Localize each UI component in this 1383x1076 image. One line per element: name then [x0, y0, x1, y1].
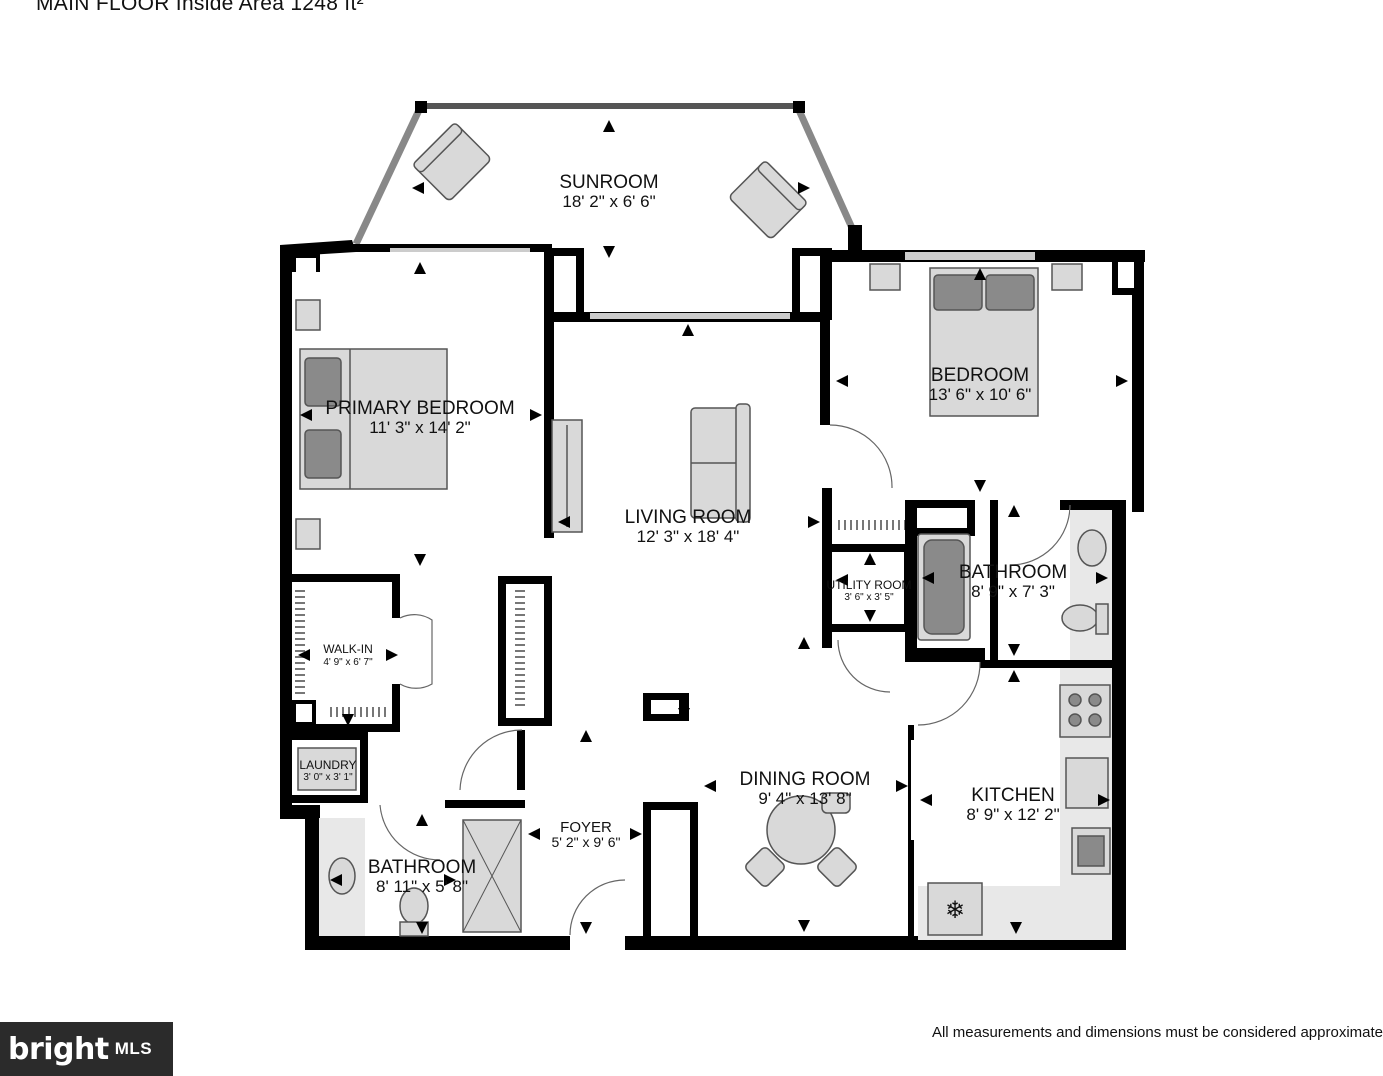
- nightstand-icon: [295, 518, 321, 550]
- room-label-foyer: FOYER 5' 2" x 9' 6": [552, 819, 621, 850]
- room-label-laundry: LAUNDRY 3' 0" x 3' 1": [299, 758, 356, 783]
- tv-console-icon: [551, 419, 583, 533]
- chair-icon: [745, 792, 857, 887]
- room-name: LIVING ROOM: [625, 507, 752, 528]
- stove-icon: [1059, 684, 1111, 738]
- sofa-icon: [690, 403, 751, 523]
- room-label-kitchen: KITCHEN 8' 9" x 12' 2": [966, 785, 1059, 824]
- room-name: LAUNDRY: [299, 758, 356, 772]
- toilet-icon: [1061, 603, 1109, 635]
- direction-arrow-icon: [298, 120, 1128, 934]
- fridge-icon: ❄: [927, 882, 983, 936]
- logo-suffix: MLS: [114, 1039, 153, 1058]
- room-dimensions: 12' 3" x 18' 4": [637, 527, 740, 546]
- sunroom: [352, 101, 862, 253]
- room-label-sunroom: SUNROOM 18' 2" x 6' 6": [559, 172, 658, 211]
- sink-icon: [1071, 827, 1111, 875]
- walls: [280, 240, 1145, 950]
- page-title: MAIN FLOOR Inside Area 1248 ft²: [36, 0, 364, 15]
- room-label-primary-bedroom: PRIMARY BEDROOM 11' 3" x 14' 2": [325, 398, 514, 437]
- room-dimensions: 8' 9" x 12' 2": [966, 805, 1059, 824]
- room-name: UTILITY ROOM: [826, 578, 911, 592]
- bright-mls-logo: bright MLS: [0, 1022, 173, 1076]
- sink-icon: [1077, 529, 1107, 567]
- closet-rod-icon: [295, 520, 905, 717]
- nightstand-icon: [869, 263, 901, 291]
- room-dimensions: 13' 6" x 10' 6": [929, 385, 1032, 404]
- room-name: FOYER: [560, 819, 612, 836]
- disclaimer: All measurements and dimensions must be …: [931, 1024, 1383, 1041]
- svg-text:❄: ❄: [945, 897, 965, 924]
- room-dimensions: 11' 3" x 14' 2": [369, 418, 470, 437]
- room-label-bathroom-1: BATHROOM 8' 11" x 5' 8": [368, 857, 476, 896]
- room-label-utility-room: UTILITY ROOM 3' 6" x 3' 5": [826, 578, 911, 603]
- room-name: DINING ROOM: [740, 769, 871, 790]
- room-label-living-room: LIVING ROOM 12' 3" x 18' 4": [625, 507, 752, 546]
- room-name: BATHROOM: [368, 857, 476, 878]
- bathtub-icon: [917, 533, 971, 641]
- room-name: BEDROOM: [931, 365, 1029, 386]
- nightstand-icon: [295, 299, 321, 331]
- room-dimensions: 4' 9" x 6' 7": [323, 657, 373, 668]
- room-dimensions: 8' 9" x 7' 3": [971, 582, 1055, 601]
- bed-icon: [929, 267, 1039, 417]
- room-label-bathroom-2: BATHROOM 8' 9" x 7' 3": [959, 562, 1067, 601]
- door-swing-icon: [379, 424, 1071, 936]
- dining-table-icon: [766, 795, 836, 865]
- room-dimensions: 18' 2" x 6' 6": [562, 192, 655, 211]
- room-label-bedroom: BEDROOM 13' 6" x 10' 6": [929, 365, 1032, 404]
- room-dimensions: 5' 2" x 9' 6": [552, 834, 621, 850]
- armchair-icon: [729, 161, 807, 239]
- fireplace-icon: [643, 693, 689, 721]
- room-name: PRIMARY BEDROOM: [325, 398, 514, 419]
- room-dimensions: 8' 11" x 5' 8": [376, 877, 468, 896]
- nightstand-icon: [1051, 263, 1083, 291]
- room-dimensions: 9' 4" x 13' 8": [758, 789, 851, 808]
- room-label-dining-room: DINING ROOM 9' 4" x 13' 8": [740, 769, 871, 808]
- room-name: SUNROOM: [559, 172, 658, 193]
- room-name: BATHROOM: [959, 562, 1067, 583]
- shower-icon: [462, 819, 522, 933]
- room-dimensions: 3' 6" x 3' 5": [844, 592, 894, 603]
- room-name: KITCHEN: [971, 785, 1054, 806]
- washer-dryer-icon: [297, 747, 357, 791]
- room-dimensions: 3' 0" x 3' 1": [303, 772, 353, 783]
- room-label-walk-in: WALK-IN 4' 9" x 6' 7": [323, 642, 373, 668]
- armchair-icon: [413, 123, 491, 201]
- room-name: WALK-IN: [323, 642, 373, 656]
- bed-icon: [299, 348, 448, 490]
- logo-word: bright: [8, 1031, 109, 1067]
